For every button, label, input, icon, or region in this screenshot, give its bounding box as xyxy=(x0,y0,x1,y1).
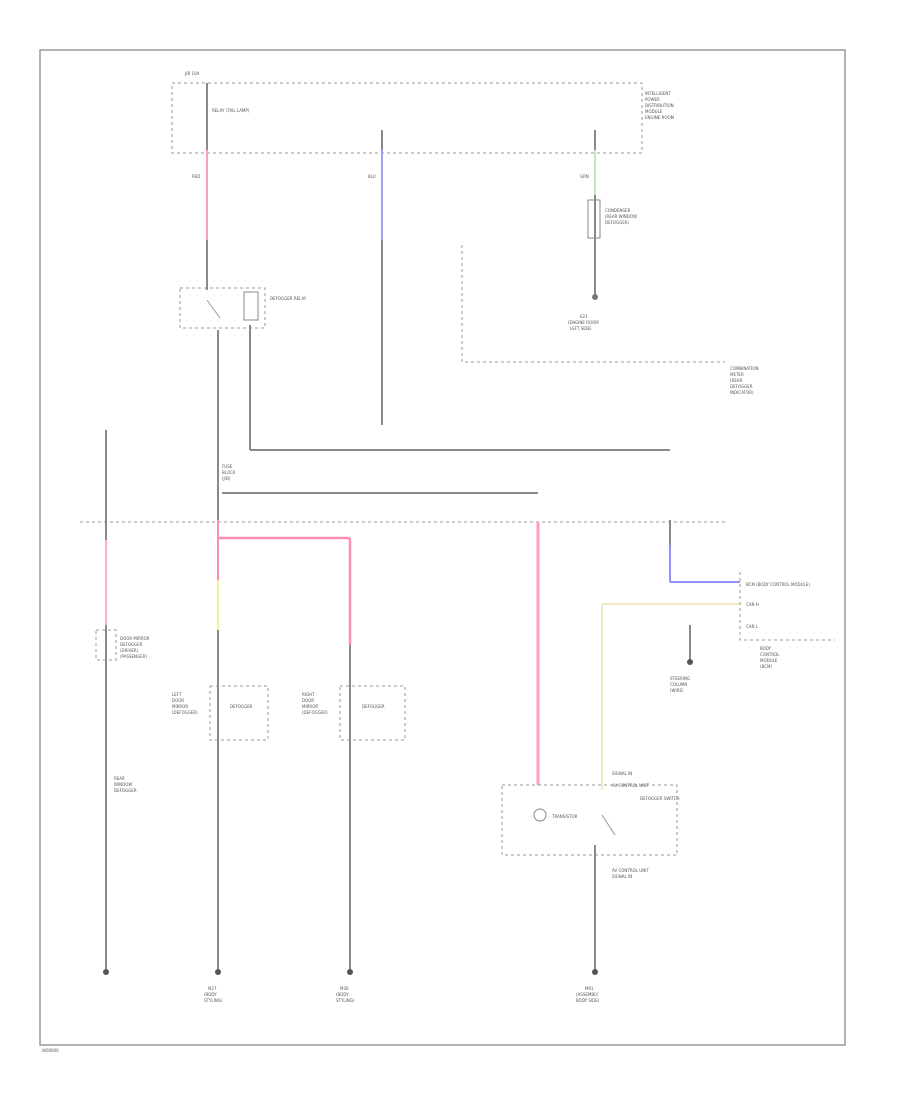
ground-m91-line-2: (ASSEMBLY xyxy=(576,992,599,997)
fuse-block-line-3: (J/B) xyxy=(222,476,231,481)
relay-contact xyxy=(206,299,221,319)
left-mirror-line-1: LEFT xyxy=(172,692,182,697)
ground-e21-line-2: (ENGINE ROOM xyxy=(568,320,599,325)
rear-defogger-line-1: REAR xyxy=(114,776,125,781)
combo-line-1: COMBINATION xyxy=(730,366,759,371)
ground-m30-line-1: M30 xyxy=(340,986,349,991)
defogger-relay-label: DEFOGGER RELAY xyxy=(270,296,307,301)
condenser-line-3: DEFOGGER) xyxy=(605,220,630,225)
diagram-code: W00000 xyxy=(42,1048,59,1053)
top-connector-label: J/B 10A xyxy=(184,71,200,76)
bcm-line-3: MODULE xyxy=(760,658,778,663)
defogger-relay-box xyxy=(179,287,266,329)
diagram-frame xyxy=(39,49,846,1046)
right-mirror-line-4: (DEFOGGER) xyxy=(302,710,328,715)
ipdm-line-5: ENGINE ROOM xyxy=(645,115,675,120)
ground-m30-line-3: STYLING) xyxy=(336,998,355,1003)
ground-m30-line-2: (BODY xyxy=(336,992,349,997)
combo-line-2: METER xyxy=(730,372,744,377)
ground-e21-line-3: LEFT SIDE) xyxy=(570,326,592,331)
relay-coil xyxy=(243,291,259,321)
steering-line-1: STEERING xyxy=(670,676,690,681)
right-mirror-line-2: DOOR xyxy=(302,698,314,703)
ground-m91-symbol xyxy=(592,969,598,975)
left-mirror-box xyxy=(209,685,269,741)
transistor-label: TRANSISTOR xyxy=(551,814,578,819)
relay-label: RELAY (TAIL LAMP) xyxy=(212,108,250,113)
ground-m91-line-3: BODY SIDE) xyxy=(576,998,600,1003)
ipdm-line-2: POWER xyxy=(645,97,660,102)
door-mirror-line-4: (PASSENGER) xyxy=(120,654,147,659)
left-defogger-tag: DEFOGGER xyxy=(230,704,253,709)
wire-c-color: GRN xyxy=(580,174,589,179)
bcm-box xyxy=(739,572,835,641)
condenser-line-1: CONDENSER xyxy=(605,208,631,213)
av-control-box xyxy=(501,784,678,856)
bcm-line-2: CONTROL xyxy=(760,652,780,657)
av-switch-contact xyxy=(601,814,616,836)
combo-line-3: (REAR xyxy=(730,378,743,383)
door-mirror-line-2: DEFOGGER xyxy=(120,642,143,647)
ground-e21-line-1: E21 xyxy=(580,314,588,319)
fuse-block-line-2: BLOCK xyxy=(222,470,236,475)
combo-meter-box xyxy=(461,245,725,363)
ground-m27-line-1: M27 xyxy=(208,986,217,991)
switch-bottom-line-2: SIGNAL IN xyxy=(612,874,632,879)
ground-m91-line-1: M91 xyxy=(585,986,594,991)
av-label-3: DEFOGGER SWITCH xyxy=(640,796,680,801)
right-mirror-line-3: MIRROR xyxy=(302,704,318,709)
door-mirror-line-1: DOOR MIRROR xyxy=(120,636,150,641)
left-mirror-line-4: (DEFOGGER) xyxy=(172,710,198,715)
bcm-line-4: (BCM) xyxy=(760,664,772,669)
steering-line-3: (WIRE) xyxy=(670,688,684,693)
ipdm-line-3: DISTRIBUTION xyxy=(645,103,674,108)
door-mirror-line-3: (DRIVER) xyxy=(120,648,139,653)
can-label-3: CAN L xyxy=(746,624,759,629)
left-mirror-line-3: MIRROR xyxy=(172,704,188,709)
steering-ground xyxy=(687,659,693,665)
ipdm-box xyxy=(171,82,643,154)
fuse-block-line-1: FUSE xyxy=(222,464,233,469)
ground-m27-line-3: STYLING) xyxy=(204,998,223,1003)
can-label-1: BCM (BODY CONTROL MODULE) xyxy=(746,582,810,587)
condenser-line-2: (REAR WINDOW xyxy=(605,214,637,219)
door-mirror-box xyxy=(95,629,117,661)
left-mirror-line-2: DOOR xyxy=(172,698,184,703)
av-label-1: SIGNAL IN xyxy=(612,771,632,776)
ipdm-line-4: MODULE xyxy=(645,109,663,114)
ground-m30-symbol xyxy=(347,969,353,975)
wire-b-color: BLU xyxy=(368,174,376,179)
switch-bottom-line-1: AV CONTROL UNIT xyxy=(612,868,649,873)
combo-line-4: DEFOGGER xyxy=(730,384,753,389)
right-mirror-line-1: RIGHT xyxy=(302,692,315,697)
transistor-symbol xyxy=(533,808,547,822)
ground-m27-line-2: (BODY xyxy=(204,992,217,997)
rear-defogger-line-2: WINDOW xyxy=(114,782,132,787)
steering-line-2: COLUMN xyxy=(670,682,687,687)
ipdm-line-1: INTELLIGENT xyxy=(645,91,671,96)
ground-e21-symbol xyxy=(592,294,598,300)
combo-line-5: INDICATOR) xyxy=(730,390,754,395)
can-label-2: CAN H xyxy=(746,602,759,607)
condenser-symbol xyxy=(587,199,601,239)
right-mirror-box xyxy=(339,685,406,741)
bcm-line-1: BODY xyxy=(760,646,772,651)
rear-defogger-line-3: DEFOGGER xyxy=(114,788,137,793)
ground-m27-symbol xyxy=(215,969,221,975)
ground-left-symbol xyxy=(103,969,109,975)
av-label-2: AV CONTROL UNIT xyxy=(612,783,649,788)
right-defogger-tag: DEFOGGER xyxy=(362,704,385,709)
wire-a-color: RED xyxy=(192,174,200,179)
